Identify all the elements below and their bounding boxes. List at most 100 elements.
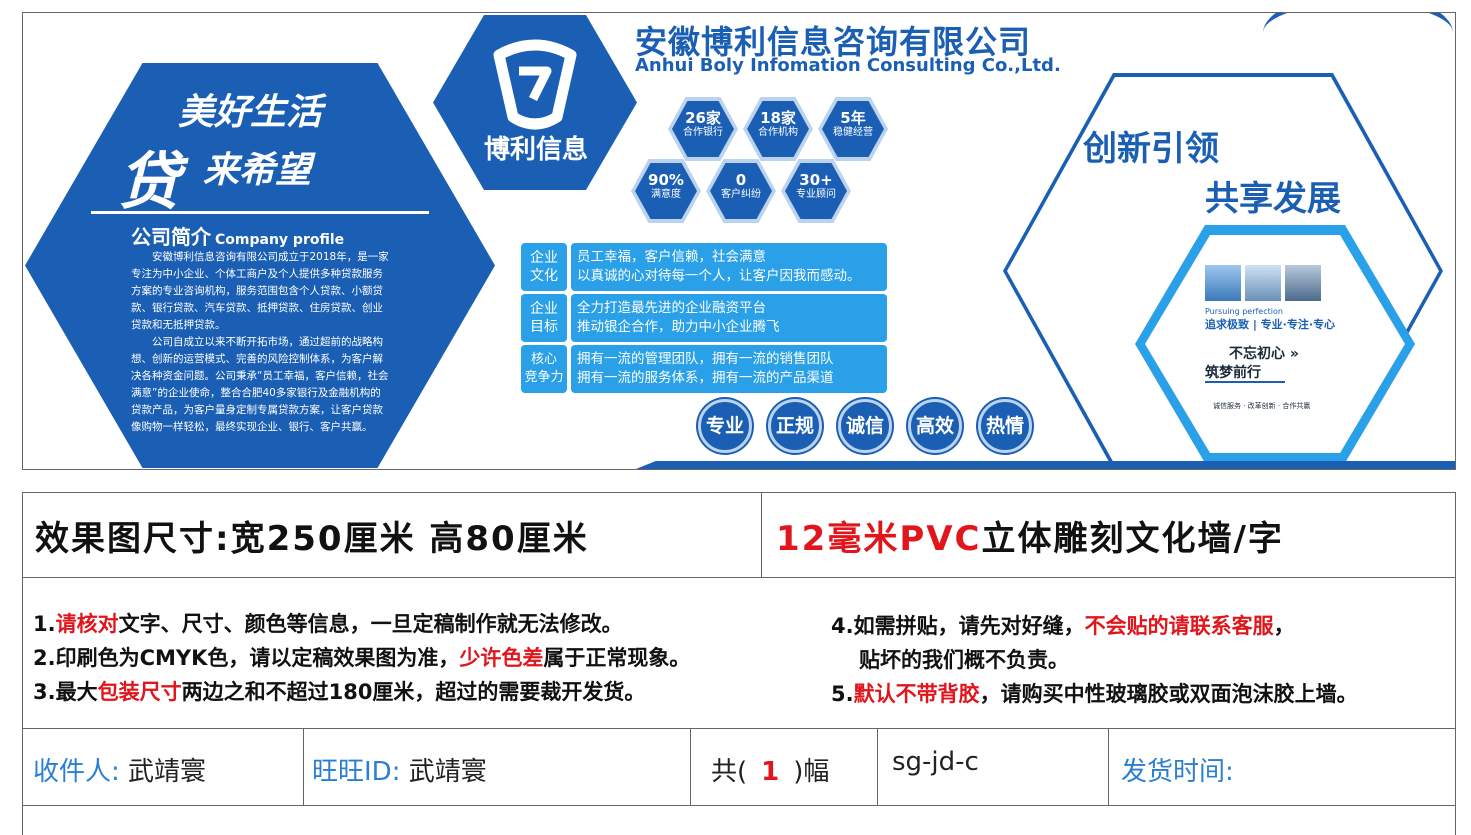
stat-value: 26家 xyxy=(685,109,721,127)
pursue-cn: 追求极致 | 专业·专注·专心 xyxy=(1205,318,1336,331)
value-circle: 诚信 xyxy=(838,399,892,453)
notes-cell: 1.请核对文字、尺寸、颜色等信息，一旦定稿制作就无法修改。 2.印刷色为CMYK… xyxy=(22,577,1456,729)
profile-body: 安徽博利信息咨询有限公司成立于2018年，是一家专注为中小企业、个体工商户及个人… xyxy=(131,249,389,436)
material-thickness: 12毫米PVC xyxy=(776,519,982,559)
note-text: 5. xyxy=(831,682,854,706)
culture-body: 员工幸福，客户信赖，社会满意以真诚的心对待每一个人，让客户因我而感动。 xyxy=(571,243,887,291)
stat-label: 客户纠纷 xyxy=(721,189,761,200)
note-highlight: 少许色差 xyxy=(459,646,544,670)
tagline: 诚信服务 · 改革创新 · 合作共赢 xyxy=(1213,402,1311,410)
note-5: 5.默认不带背胶，请购买中性玻璃胶或双面泡沫胶上墙。 xyxy=(831,678,1358,708)
code: sg-jd-c xyxy=(892,747,979,777)
motto-underline xyxy=(1205,381,1285,383)
note-highlight: 请核对 xyxy=(55,612,119,636)
culture-line: 全力打造最先进的企业融资平台 xyxy=(577,300,766,316)
wangwang-label: 旺旺ID: xyxy=(312,757,401,787)
note-highlight: 默认不带背胶 xyxy=(853,682,980,706)
size-cell: 效果图尺寸:宽250厘米 高80厘米 xyxy=(22,492,762,578)
motto-line2: 筑梦前行 xyxy=(1205,365,1261,381)
culture-label-line: 目标 xyxy=(530,319,558,335)
profile-hexagon xyxy=(25,63,495,468)
value-circle: 正规 xyxy=(768,399,822,453)
note-2: 2.印刷色为CMYK色，请以定稿效果图为准，少许色差属于正常现象。 xyxy=(33,642,690,672)
profile-title-en: Company profile xyxy=(215,232,345,248)
code-cell: sg-jd-c xyxy=(877,728,1109,806)
stat-label: 专业顾问 xyxy=(796,189,836,200)
logo-icon xyxy=(493,39,577,130)
note-text: 4.如需拼贴，请先对好缝， xyxy=(831,614,1085,638)
motto-line1: 不忘初心 » xyxy=(1229,346,1299,362)
slogan-line2: 来希望 xyxy=(203,150,312,191)
stat-value: 0 xyxy=(735,171,747,189)
culture-line: 员工幸福，客户信赖，社会满意 xyxy=(577,249,766,265)
culture-label: 核心竞争力 xyxy=(521,345,567,393)
logo-text: 博利信息 xyxy=(483,135,588,165)
profile-paragraph: 公司自成立以来不断开拓市场，通过超前的战略构想、创新的运营模式、完善的风险控制体… xyxy=(131,336,389,433)
note-text: 1. xyxy=(33,612,56,636)
culture-label-line: 核心 xyxy=(530,352,557,367)
count-cell: 共( 1 )幅 xyxy=(690,728,878,806)
profile-paragraph: 安徽博利信息咨询有限公司成立于2018年，是一家专注为中小企业、个体工商户及个人… xyxy=(131,251,389,331)
note-text: 两边之和不超过180厘米，超过的需要裁开发货。 xyxy=(181,680,646,704)
note-highlight: 包装尺寸 xyxy=(97,680,182,704)
wangwang-field: 旺旺ID: 武靖寰 xyxy=(312,751,487,788)
stat-label: 满意度 xyxy=(651,189,681,200)
decorative-arc xyxy=(1263,13,1453,73)
culture-line: 以真诚的心对待每一个人，让客户因我而感动。 xyxy=(577,268,861,284)
count-value: 1 xyxy=(761,757,780,787)
note-4: 4.如需拼贴，请先对好缝，不会贴的请联系客服， xyxy=(831,610,1295,640)
culture-label-line: 文化 xyxy=(530,268,558,284)
stat-value: 5年 xyxy=(840,109,866,127)
profile-title-cn: 公司简介 xyxy=(131,225,211,249)
note-1: 1.请核对文字、尺寸、颜色等信息，一旦定稿制作就无法修改。 xyxy=(33,608,623,638)
ship-cell: 发货时间: xyxy=(1108,728,1456,806)
wangwang-cell: 旺旺ID: 武靖寰 xyxy=(303,728,691,806)
note-4-line2: 贴坏的我们概不负责。 xyxy=(859,648,1069,672)
stat-label: 合作机构 xyxy=(758,127,798,138)
note-highlight: 不会贴的请联系客服 xyxy=(1084,614,1274,638)
material-cell: 12毫米PVC立体雕刻文化墙/字 xyxy=(761,492,1456,578)
right-slogan2: 共享发展 xyxy=(1205,179,1341,219)
culture-label: 企业目标 xyxy=(521,294,567,342)
culture-label-line: 企业 xyxy=(530,301,558,317)
culture-line: 拥有一流的管理团队，拥有一流的销售团队 xyxy=(577,351,834,367)
stat-value: 30+ xyxy=(799,171,833,189)
material-desc: 立体雕刻文化墙/字 xyxy=(981,519,1284,559)
skyline-photo xyxy=(1285,265,1321,301)
building-photo xyxy=(1245,265,1281,301)
culture-label: 企业文化 xyxy=(521,243,567,291)
note-text: 文字、尺寸、颜色等信息，一旦定稿制作就无法修改。 xyxy=(118,612,623,636)
culture-label-line: 竞争力 xyxy=(524,370,564,385)
slogan-big-char: 贷 xyxy=(118,145,181,218)
culture-body: 全力打造最先进的企业融资平台推动银企合作，助力中小企业腾飞 xyxy=(571,294,887,342)
count-suffix: )幅 xyxy=(793,757,830,787)
slogan-line1: 美好生活 xyxy=(178,92,323,133)
note-3: 3.最大包装尺寸两边之和不超过180厘米，超过的需要裁开发货。 xyxy=(33,676,645,706)
note-text: 3.最大 xyxy=(33,680,98,704)
recipient-field: 收件人: 武靖寰 xyxy=(33,751,206,788)
value-circle: 专业 xyxy=(698,399,752,453)
wangwang-value: 武靖寰 xyxy=(408,757,487,787)
base-bar xyxy=(631,461,1455,469)
company-name-en: Anhui Boly Infomation Consulting Co.,Ltd… xyxy=(635,55,1061,76)
recipient-cell: 收件人: 武靖寰 xyxy=(22,728,304,806)
value-circle: 热情 xyxy=(978,399,1032,453)
size-text: 效果图尺寸:宽250厘米 高80厘米 xyxy=(35,519,589,559)
culture-line: 拥有一流的服务体系，拥有一流的产品渠道 xyxy=(577,370,834,386)
count-field: 共( 1 )幅 xyxy=(711,751,829,788)
bottom-row xyxy=(22,805,1456,835)
count-prefix: 共( xyxy=(711,757,748,787)
divider xyxy=(91,211,429,214)
value-circle: 高效 xyxy=(908,399,962,453)
note-text: ，请购买中性玻璃胶或双面泡沫胶上墙。 xyxy=(979,682,1358,706)
company-name-cn: 安徽博利信息咨询有限公司 xyxy=(635,23,1032,61)
right-slogan1: 创新引领 xyxy=(1083,129,1219,169)
ship-label: 发货时间: xyxy=(1121,757,1234,787)
culture-label-line: 企业 xyxy=(530,250,558,266)
recipient-value: 武靖寰 xyxy=(128,757,207,787)
pursue-en: Pursuing perfection xyxy=(1205,307,1283,316)
note-text: ， xyxy=(1273,614,1295,638)
note-text: 属于正常现象。 xyxy=(543,646,691,670)
